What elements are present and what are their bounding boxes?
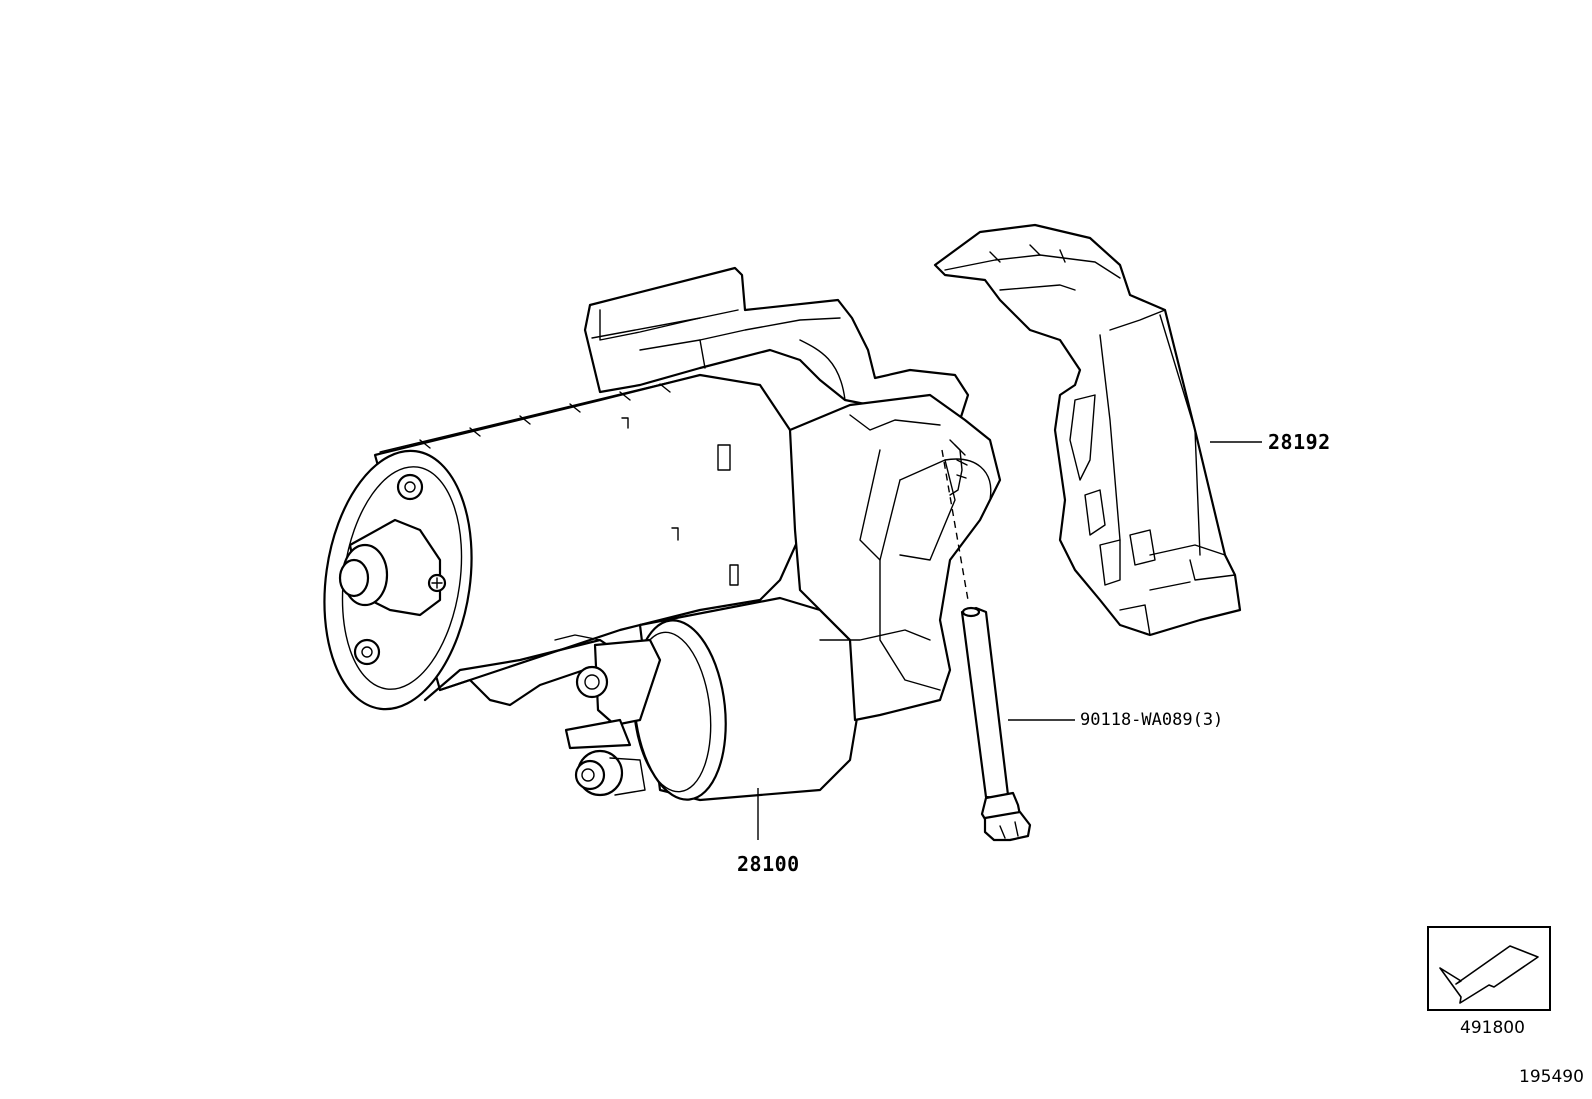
nav-box-ref-label[interactable]: 491800: [1460, 1018, 1525, 1038]
figure-id-label: 195490: [1519, 1067, 1584, 1087]
bracket-drawing: [933, 223, 1242, 637]
callout-starter-28100[interactable]: 28100: [737, 852, 800, 876]
starter-motor-drawing: [323, 266, 1002, 802]
callout-bolt-90118[interactable]: 90118-WA089(3): [1080, 710, 1224, 730]
bolt-drawing: [941, 449, 1032, 842]
arrow-pointer-icon[interactable]: [1439, 945, 1539, 1004]
callout-bracket-28192[interactable]: 28192: [1268, 430, 1331, 454]
